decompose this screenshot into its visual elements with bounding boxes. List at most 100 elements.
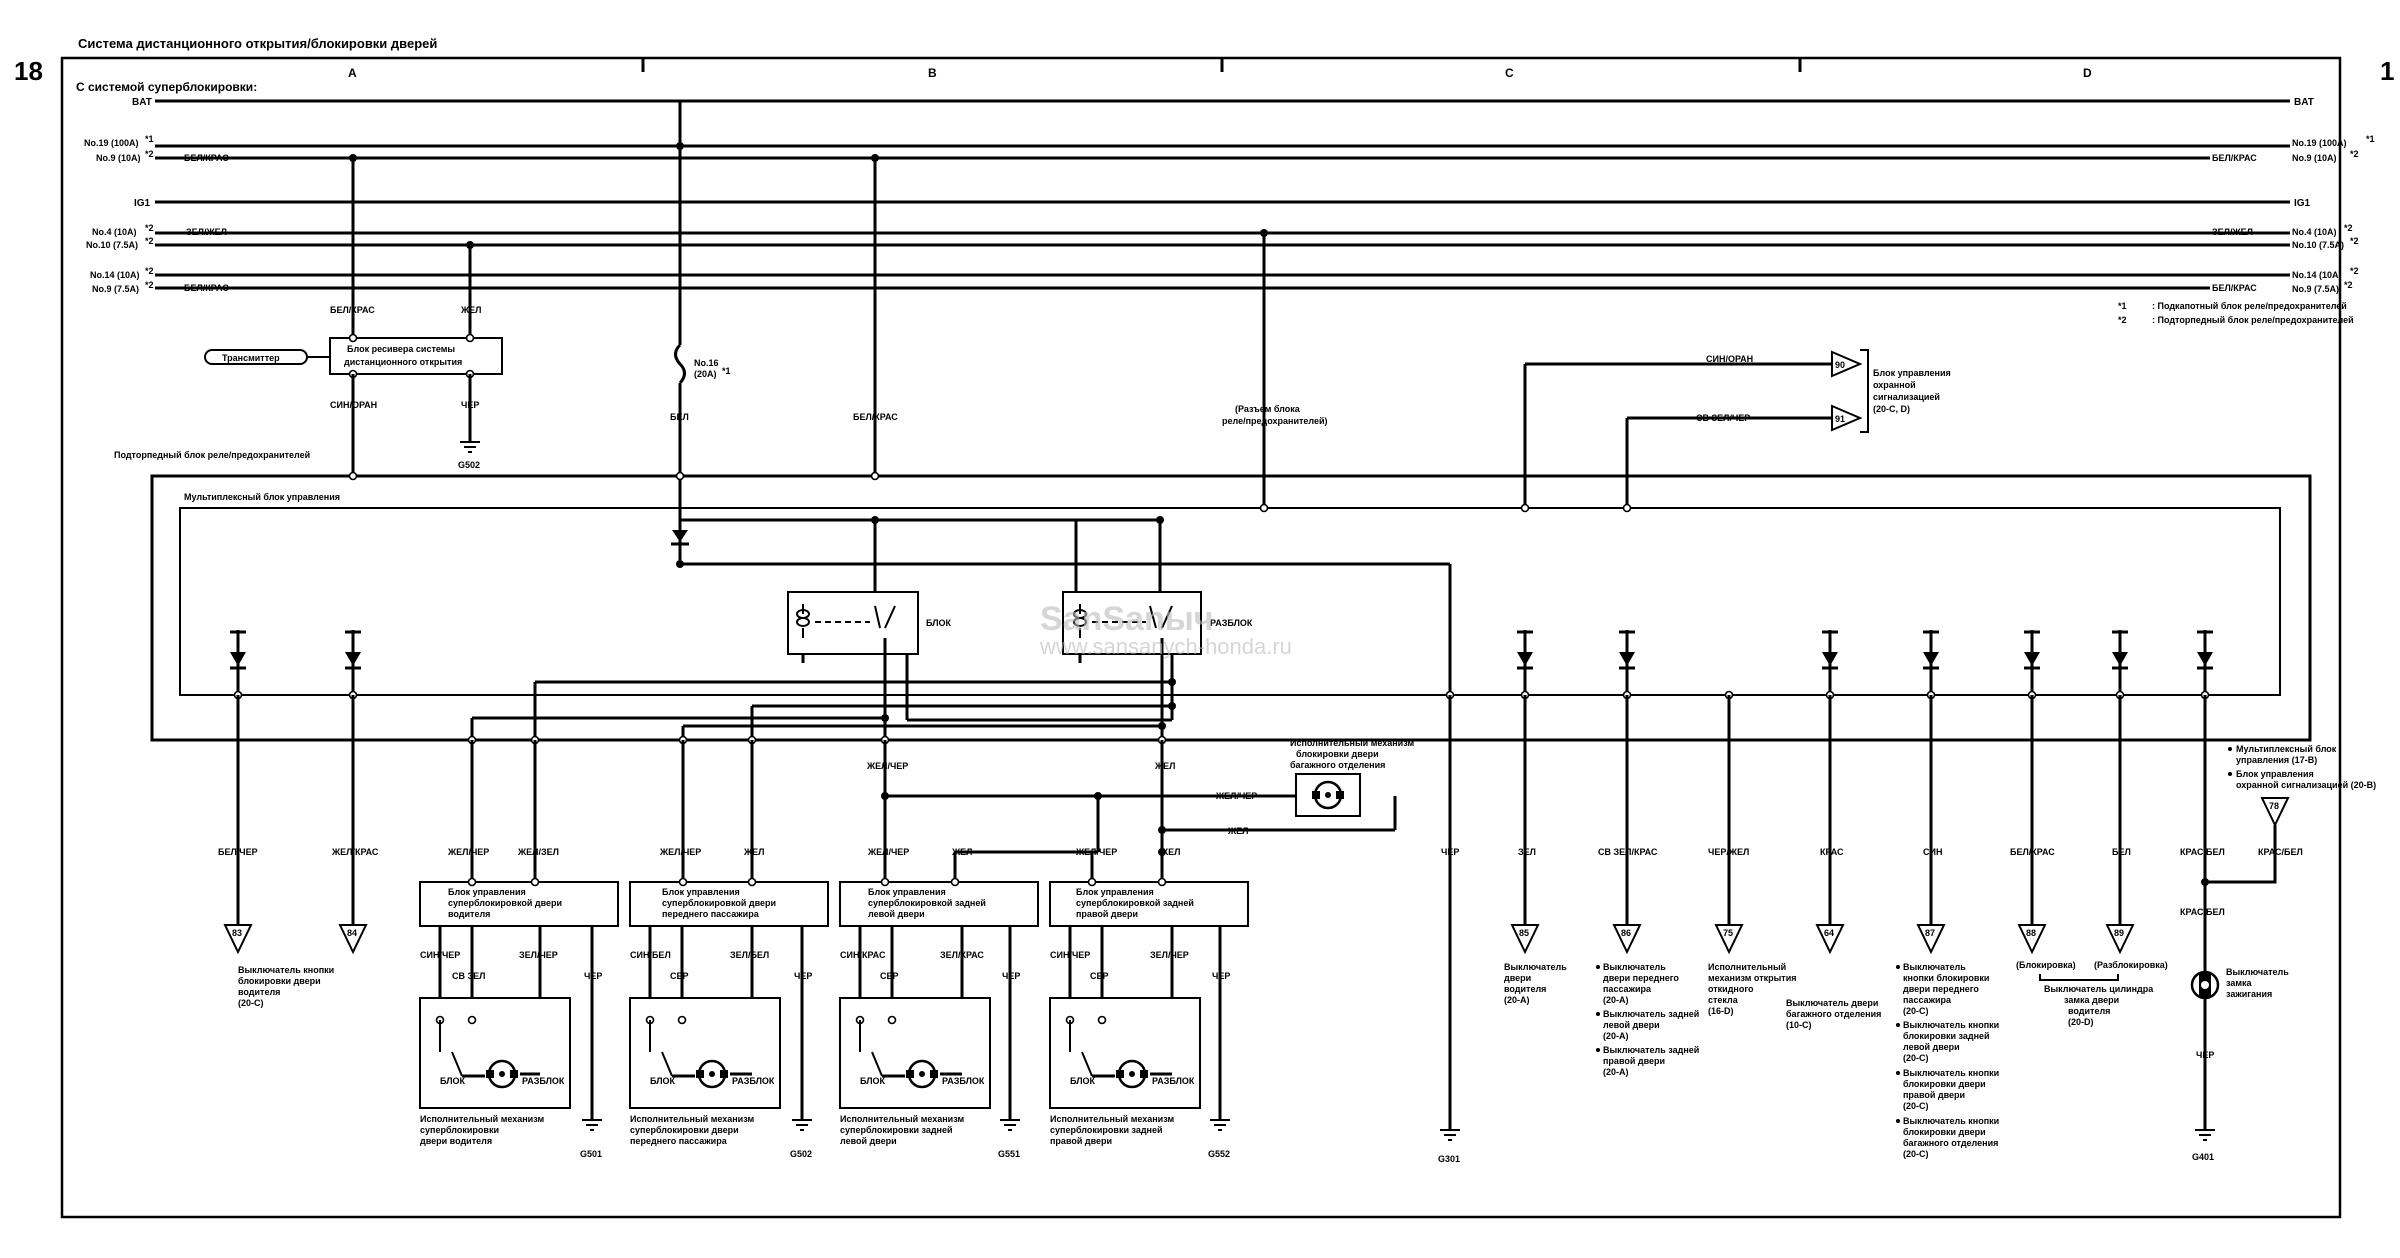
- svg-text:переднего пассажира: переднего пассажира: [662, 909, 760, 919]
- door-unit-rear-right: ЖЕЛ/ЧЕР ЖЕЛ Блок управления суперблокиро…: [1049, 847, 1249, 1159]
- trunk-motor-icon: [1312, 780, 1344, 810]
- fuse16-label-1: No.16: [694, 358, 719, 368]
- svg-text:РАЗБЛОК: РАЗБЛОК: [522, 1076, 565, 1086]
- sw75-labels: Исполнительный механизм открытия откидно…: [1708, 962, 1797, 1016]
- svg-text:левой двери: левой двери: [1903, 1042, 1960, 1052]
- connector-87: 87: [1916, 924, 1946, 955]
- sw85-line-1: Выключатель: [1504, 962, 1567, 972]
- wire-bel-kras-b: БЕЛ/КРАС: [853, 412, 898, 422]
- page-title: Система дистанционного открытия/блокиров…: [78, 36, 437, 51]
- svg-text:ЗЕЛ/ЧЕР: ЗЕЛ/ЧЕР: [1150, 950, 1189, 960]
- svg-text:78: 78: [2269, 801, 2279, 811]
- rail-fuse4-ref-left: *2: [145, 223, 154, 233]
- rail-bat-right: BAT: [2294, 97, 2314, 108]
- svg-text:83: 83: [232, 928, 242, 938]
- svg-text:ЖЕЛ: ЖЕЛ: [743, 847, 764, 857]
- receiver-unit: [329, 337, 503, 375]
- svg-text:РАЗБЛОК: РАЗБЛОК: [732, 1076, 775, 1086]
- svg-text:ЖЕЛ/ЧЕР: ЖЕЛ/ЧЕР: [447, 847, 489, 857]
- svg-text:СВ ЗЕЛ: СВ ЗЕЛ: [452, 971, 485, 981]
- wire-zhel-cher-relay: ЖЕЛ/ЧЕР: [866, 761, 908, 771]
- svg-text:89: 89: [2114, 928, 2124, 938]
- svg-text:блокировки двери: блокировки двери: [1903, 1079, 1986, 1089]
- svg-text:суперблокировки задней: суперблокировки задней: [1050, 1125, 1163, 1135]
- svg-text:механизм открытия: механизм открытия: [1708, 973, 1797, 983]
- alarm-unit-label-3: сигнализацией: [1873, 392, 1940, 402]
- wire-sin-oran-receiver: СИН/ОРАН: [330, 400, 377, 410]
- connector-78: 78: [2260, 797, 2290, 828]
- wire-zel-zhel-right: ЗЕЛ/ЖЕЛ: [2212, 227, 2253, 237]
- svg-text:90: 90: [1835, 360, 1845, 370]
- rail-fuse19-left: No.19 (100A): [84, 138, 139, 148]
- rail-fuse10-ref-right: *2: [2350, 236, 2359, 246]
- fuse16-wiring: [678, 101, 877, 560]
- rail-ig1-right: IG1: [2294, 198, 2311, 209]
- fuse16-mark: *1: [722, 366, 731, 376]
- svg-text:ЧЕР: ЧЕР: [1212, 971, 1230, 981]
- svg-text:85: 85: [1519, 928, 1529, 938]
- svg-text:G551: G551: [998, 1149, 1020, 1159]
- svg-text:багажного отделения: багажного отделения: [1786, 1009, 1881, 1019]
- lower-wiring-left: [236, 695, 355, 925]
- mpcu-outline: [150, 474, 2312, 742]
- wire-zhel-cher-trunk: ЖЕЛ/ЧЕР: [1215, 791, 1257, 801]
- connector-75: 75: [1714, 924, 1744, 955]
- rail-fuse10-left: No.10 (7.5A): [86, 240, 138, 250]
- svg-text:ЧЕР: ЧЕР: [1002, 971, 1020, 981]
- svg-text:(20-A): (20-A): [1603, 1031, 1629, 1041]
- svg-text:суперблокировкой двери: суперблокировкой двери: [662, 898, 776, 908]
- svg-text:91: 91: [1835, 414, 1845, 424]
- wire-kras-bel-ign-2: КРАС/БЕЛ: [2180, 907, 2225, 917]
- mpcu-top-pins: [348, 471, 1632, 513]
- svg-text:двери переднего: двери переднего: [1603, 973, 1679, 983]
- svg-text:Блок управления: Блок управления: [448, 887, 526, 897]
- svg-text:левой двери: левой двери: [840, 1136, 897, 1146]
- svg-text:БЛОК: БЛОК: [860, 1076, 886, 1086]
- alarm-connector-91: 91: [1831, 404, 1863, 432]
- svg-text:блокировки двери: блокировки двери: [1903, 1127, 1986, 1137]
- power-rails: [155, 99, 2290, 290]
- wire-bel-kras-88: БЕЛ/КРАС: [2010, 847, 2055, 857]
- rail-fuse19-ref-right: *1: [2366, 134, 2375, 144]
- footnote-1-text: : Подкапотный блок реле/предохранителей: [2152, 301, 2347, 311]
- svg-text:СИН/ЧЕР: СИН/ЧЕР: [1050, 950, 1090, 960]
- svg-text:БЛОК: БЛОК: [650, 1076, 676, 1086]
- column-b: B: [928, 66, 937, 80]
- wire-zhel-trunk: ЖЕЛ: [1227, 826, 1248, 836]
- svg-text:водителя: водителя: [448, 909, 490, 919]
- rail-fuse4-ref-right: *2: [2344, 223, 2353, 233]
- svg-text:Исполнительный механизм: Исполнительный механизм: [420, 1114, 544, 1124]
- wire-zel-85: ЗЕЛ: [1518, 847, 1536, 857]
- sw64-labels: Выключатель двери багажного отделения (1…: [1786, 998, 1881, 1030]
- wire-kras-bel-ign: КРАС/БЕЛ: [2180, 847, 2225, 857]
- rail-fuse9b-ref-right: *2: [2344, 280, 2353, 290]
- wire-zhel-relay: ЖЕЛ: [1154, 761, 1175, 771]
- svg-text:РАЗБЛОК: РАЗБЛОК: [1152, 1076, 1195, 1086]
- subtitle: С системой суперблокировки:: [76, 80, 257, 94]
- connector-86: 86: [1612, 924, 1642, 955]
- alarm-unit-bracket: [1860, 349, 1869, 433]
- svg-text:Блок управления: Блок управления: [868, 887, 946, 897]
- svg-text:блокировки задней: блокировки задней: [1903, 1031, 1990, 1041]
- wire-cher-receiver: ЧЕР: [461, 400, 479, 410]
- ground-g301: G301: [1438, 1154, 1460, 1164]
- column-d: D: [2083, 66, 2092, 80]
- fuse16-label-2: (20A): [694, 369, 717, 379]
- rail-fuse14-ref-right: *2: [2350, 266, 2359, 276]
- ground-g401-symbol: [2195, 1129, 2215, 1141]
- relay-connector-label-1: (Разъем блока: [1235, 404, 1301, 414]
- sw86-labels: Выключатель двери переднего пассажира (2…: [1596, 962, 1699, 1077]
- ref-alarm-line-2: охранной сигнализацией (20-B): [2236, 780, 2376, 790]
- svg-text:88: 88: [2026, 928, 2036, 938]
- rail-fuse14-left: No.14 (10A): [90, 270, 140, 280]
- rail-fuse4-left: No.4 (10A): [92, 227, 137, 237]
- sw83-line-4: (20-C): [238, 998, 264, 1008]
- trunk-actuator-label-1: Исполнительный механизм: [1290, 738, 1414, 748]
- connector-88: 88: [2017, 924, 2047, 955]
- rail-ig1-left: IG1: [134, 198, 151, 209]
- svg-text:Выключатель: Выключатель: [1903, 962, 1966, 972]
- alarm-unit-label-4: (20-С, D): [1873, 404, 1910, 414]
- svg-text:суперблокировкой двери: суперблокировкой двери: [448, 898, 562, 908]
- rail-fuse4-right: No.4 (10A): [2292, 227, 2337, 237]
- sw83-line-1: Выключатель кнопки: [238, 965, 334, 975]
